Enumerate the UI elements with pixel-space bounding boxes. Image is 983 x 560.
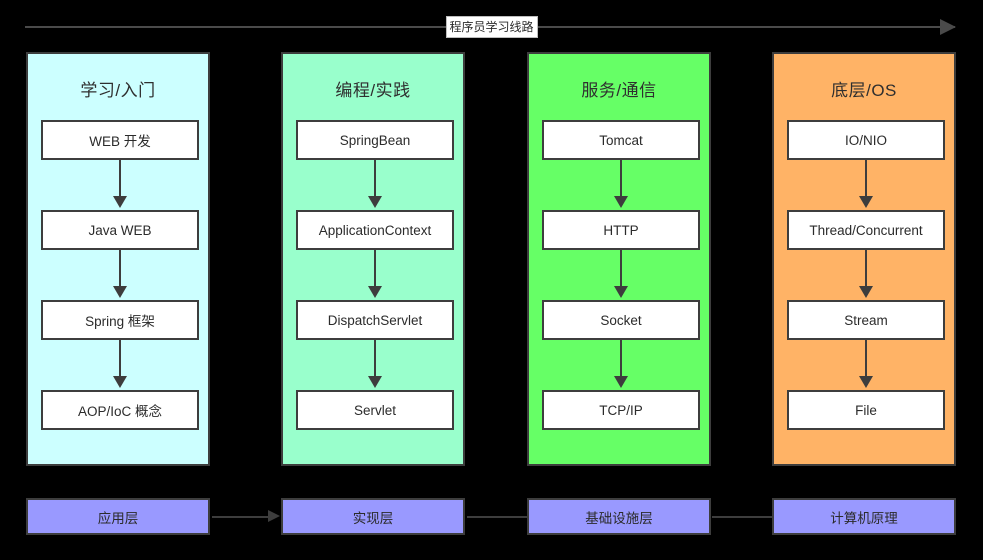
column-panel-4: 底层/OS IO/NIO Thread/Concurrent Stream Fi… xyxy=(772,52,956,466)
arrowhead-icon xyxy=(859,376,873,388)
column-title-4: 底层/OS xyxy=(831,81,897,100)
node-box[interactable]: Spring 框架 xyxy=(41,300,199,340)
node-box[interactable]: Stream xyxy=(787,300,945,340)
top-axis-arrowhead-icon xyxy=(940,19,956,35)
layer-connector-line xyxy=(212,516,270,518)
node-box[interactable]: ApplicationContext xyxy=(296,210,454,250)
arrowhead-icon xyxy=(113,376,127,388)
column-panel-3: 服务/通信 Tomcat HTTP Socket TCP/IP xyxy=(527,52,711,466)
node-box[interactable]: File xyxy=(787,390,945,430)
node-box[interactable]: TCP/IP xyxy=(542,390,700,430)
top-axis-label: 程序员学习线路 xyxy=(445,16,538,38)
column-title-1: 学习/入门 xyxy=(80,81,156,100)
connector-line xyxy=(865,340,867,378)
column-title-2: 编程/实践 xyxy=(335,81,411,100)
layer-connector-line xyxy=(712,516,772,518)
layer-connector-line xyxy=(467,516,527,518)
connector-line xyxy=(119,340,121,378)
layer-box-implementation[interactable]: 实现层 xyxy=(281,498,465,535)
arrowhead-icon xyxy=(368,196,382,208)
node-box[interactable]: Java WEB xyxy=(41,210,199,250)
node-box[interactable]: Thread/Concurrent xyxy=(787,210,945,250)
arrowhead-icon xyxy=(113,196,127,208)
connector-line xyxy=(374,340,376,378)
layer-arrowhead-icon xyxy=(268,510,280,522)
layer-box-computer-principles[interactable]: 计算机原理 xyxy=(772,498,956,535)
node-box[interactable]: SpringBean xyxy=(296,120,454,160)
arrowhead-icon xyxy=(614,376,628,388)
node-box[interactable]: AOP/IoC 概念 xyxy=(41,390,199,430)
top-axis: 程序员学习线路 xyxy=(0,14,983,40)
connector-line xyxy=(865,250,867,288)
layer-box-infrastructure[interactable]: 基础设施层 xyxy=(527,498,711,535)
layer-box-application[interactable]: 应用层 xyxy=(26,498,210,535)
connector-line xyxy=(119,250,121,288)
arrowhead-icon xyxy=(113,286,127,298)
arrowhead-icon xyxy=(368,376,382,388)
connector-line xyxy=(620,340,622,378)
node-box[interactable]: HTTP xyxy=(542,210,700,250)
connector-line xyxy=(620,250,622,288)
node-box[interactable]: IO/NIO xyxy=(787,120,945,160)
column-panel-2: 编程/实践 SpringBean ApplicationContext Disp… xyxy=(281,52,465,466)
connector-line xyxy=(119,160,121,198)
arrowhead-icon xyxy=(614,286,628,298)
connector-line xyxy=(620,160,622,198)
connector-line xyxy=(374,160,376,198)
node-box[interactable]: Servlet xyxy=(296,390,454,430)
node-box[interactable]: Socket xyxy=(542,300,700,340)
connector-line xyxy=(865,160,867,198)
node-box[interactable]: DispatchServlet xyxy=(296,300,454,340)
connector-line xyxy=(374,250,376,288)
arrowhead-icon xyxy=(368,286,382,298)
node-box[interactable]: WEB 开发 xyxy=(41,120,199,160)
node-box[interactable]: Tomcat xyxy=(542,120,700,160)
arrowhead-icon xyxy=(614,196,628,208)
arrowhead-icon xyxy=(859,286,873,298)
column-title-3: 服务/通信 xyxy=(581,81,657,100)
arrowhead-icon xyxy=(859,196,873,208)
column-panel-1: 学习/入门 WEB 开发 Java WEB Spring 框架 AOP/IoC … xyxy=(26,52,210,466)
